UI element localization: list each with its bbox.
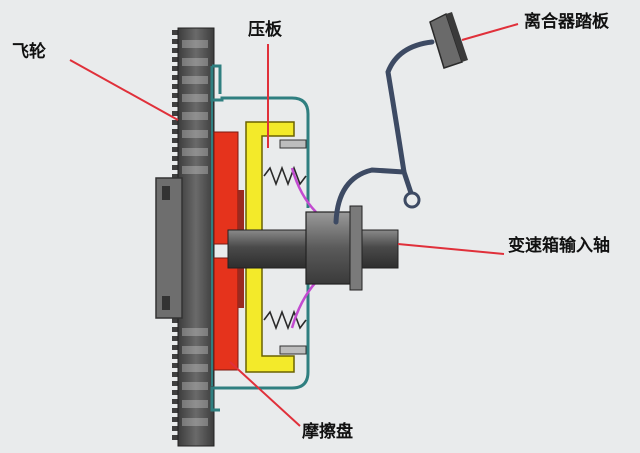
leader-flywheel [69,59,179,121]
leader-clutch-pedal [461,23,519,41]
label-clutch-pedal: 离合器踏板 [524,12,609,32]
release-fork-linkage [333,39,435,225]
leader-input-shaft [397,243,505,255]
label-input-shaft: 变速箱输入轴 [508,236,610,256]
leader-friction-disc [229,361,301,427]
leader-lines [69,23,519,427]
pressure-plate [245,121,295,373]
pivot-ring [403,191,421,209]
pressure-springs [263,139,307,355]
input-shaft [227,205,399,291]
clutch-housing [210,64,310,412]
label-pressure-plate: 压板 [248,20,282,40]
label-friction-disc: 摩擦盘 [302,422,353,442]
label-flywheel: 飞轮 [12,42,46,62]
release-levers [290,167,317,329]
flywheel [155,27,215,447]
clutch-pedal [429,12,468,69]
